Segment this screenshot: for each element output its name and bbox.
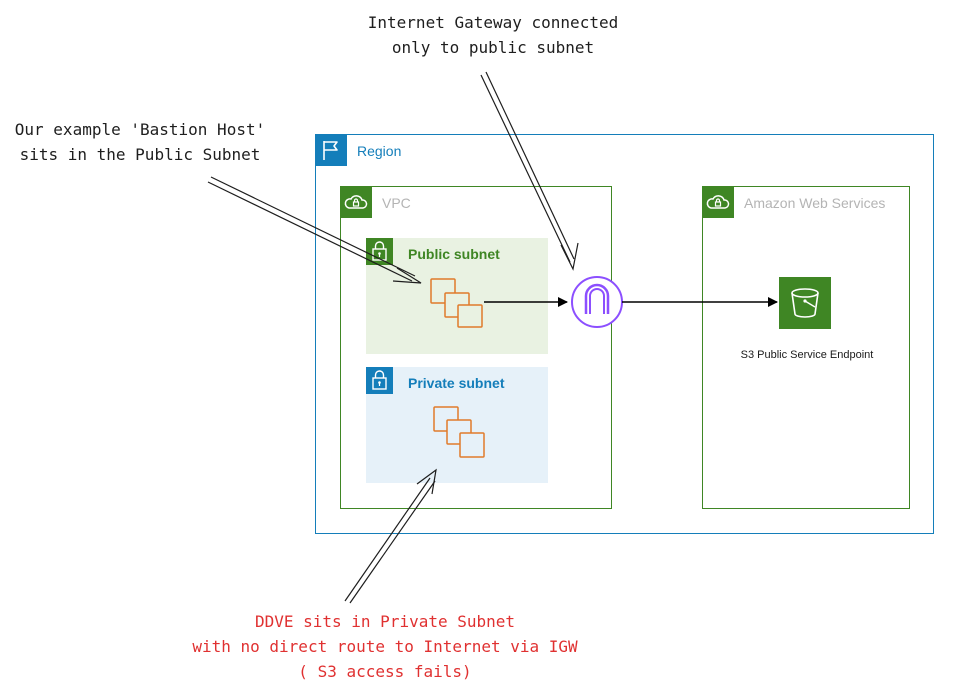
vpc-container (340, 186, 612, 509)
bastion-annotation-line: sits in the Public Subnet (19, 145, 261, 164)
ddve-annotation-line: ( S3 access fails) (298, 662, 472, 681)
private-subnet-label: Private subnet (408, 375, 505, 391)
ddve-annotation-line: with no direct route to Internet via IGW (192, 637, 578, 656)
vpc-label: VPC (382, 195, 411, 211)
igw-annotation: Internet Gateway connected only to publi… (310, 10, 676, 60)
s3-endpoint-label: S3 Public Service Endpoint (740, 349, 874, 361)
bastion-annotation: Our example 'Bastion Host' sits in the P… (0, 117, 280, 167)
igw-annotation-arrow (480, 71, 579, 271)
internet-gateway-icon (571, 276, 623, 328)
s3-bucket-icon (779, 277, 831, 329)
aws-cloud-container (702, 186, 910, 509)
ec2-instances-icon (433, 406, 485, 458)
cloud-lock-icon (340, 186, 372, 218)
ddve-annotation-arrow (344, 468, 437, 604)
cloud-lock-icon (702, 186, 734, 218)
padlock-icon (366, 367, 393, 394)
bastion-annotation-arrow (207, 176, 422, 284)
ec2-instances-icon (430, 278, 483, 328)
ddve-annotation: DDVE sits in Private Subnet with no dire… (155, 609, 615, 684)
igw-annotation-line: Internet Gateway connected (367, 13, 619, 32)
public-subnet-label: Public subnet (408, 246, 500, 262)
bastion-annotation-line: Our example 'Bastion Host' (14, 120, 266, 139)
aws-cloud-label: Amazon Web Services (744, 195, 886, 211)
region-container (315, 134, 934, 534)
ddve-annotation-line: DDVE sits in Private Subnet (254, 612, 516, 631)
flag-icon (315, 134, 347, 166)
region-label: Region (357, 143, 402, 159)
igw-annotation-line: only to public subnet (391, 38, 595, 57)
